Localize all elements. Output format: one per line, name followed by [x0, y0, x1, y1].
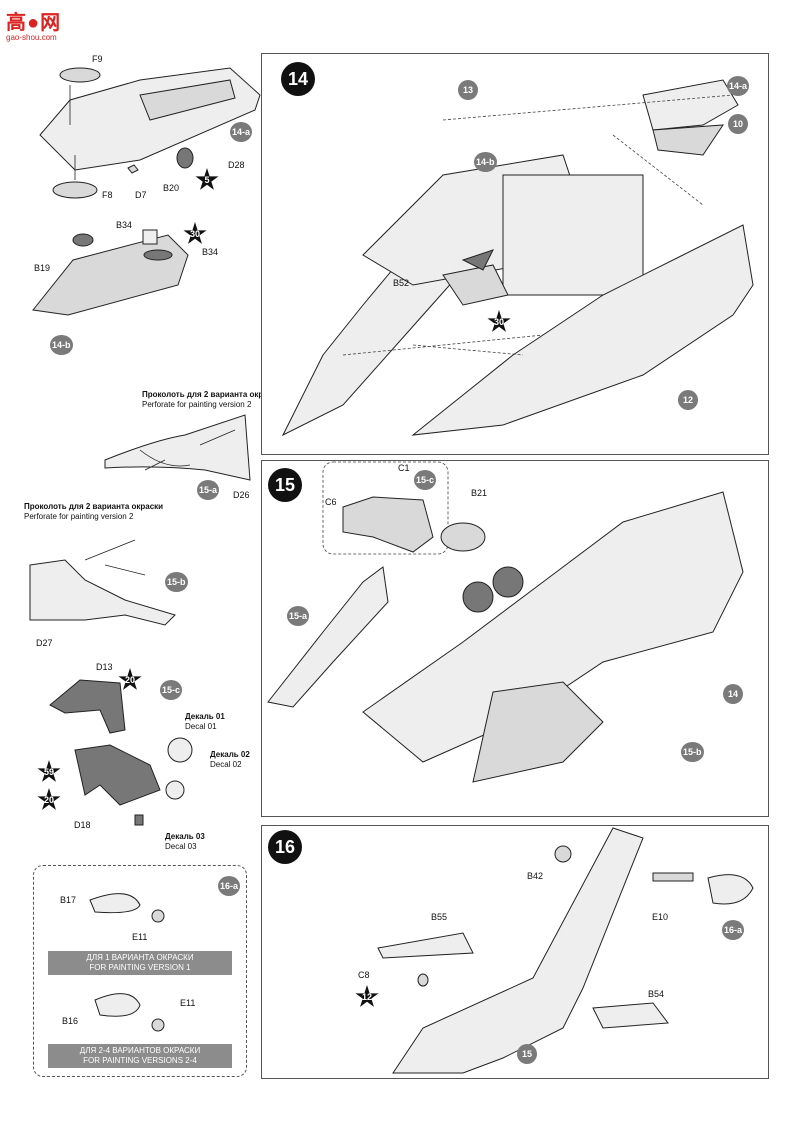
badge-12: 12: [678, 390, 698, 410]
badge-13: 13: [458, 80, 478, 100]
sub14a-drawing: [39, 67, 261, 199]
badge-15b-left: 15-b: [165, 572, 188, 592]
decal-02-en: Decal 02: [210, 760, 242, 769]
part-label-e10: E10: [652, 912, 669, 922]
part-label-f8: F8: [102, 190, 113, 200]
part-label-d18: D18: [74, 820, 91, 830]
decal-03-label: Декаль 03 Decal 03: [165, 832, 205, 852]
perforate-note-1-ru: Проколоть для 2 варианта окраски: [142, 390, 282, 399]
decal-01-label: Декаль 01 Decal 01: [185, 712, 225, 732]
part-label-d27: D27: [36, 638, 53, 648]
decal-01-en: Decal 01: [185, 722, 217, 731]
watermark-logo: 高●网 gao-shou.com: [6, 6, 61, 42]
badge-15a-left: 15-a: [197, 480, 220, 500]
perforate-d26-drawing: [104, 414, 251, 481]
step14-number: 14: [281, 62, 315, 96]
part-label-e11b: E11: [180, 998, 196, 1008]
badge-15c-left: 15-c: [160, 680, 183, 700]
part-label-c1: C1: [398, 463, 410, 473]
perforate-note-1-en: Perforate for painting version 2: [142, 400, 252, 409]
painting-version-1-en: FOR PAINTING VERSION 1: [89, 963, 191, 972]
perforate-note-2-en: Perforate for painting version 2: [24, 512, 134, 521]
part-label-b19: B19: [34, 263, 51, 273]
perforate-note-2-ru: Проколоть для 2 варианта окраски: [24, 502, 164, 511]
painting-version-2-ru: ДЛЯ 2-4 ВАРИАНТОВ ОКРАСКИ: [79, 1046, 201, 1055]
part-label-d26: D26: [233, 490, 250, 500]
watermark-title: 高●网: [6, 12, 62, 34]
badge-15b: 15-b: [681, 742, 704, 762]
part-label-b52: B52: [393, 278, 410, 288]
decal-02-ru: Декаль 02: [210, 750, 250, 759]
part-label-b21: B21: [471, 488, 488, 498]
badge-16a: 16-a: [722, 920, 745, 940]
part-label-b55: B55: [431, 912, 448, 922]
part-label-b17: B17: [60, 895, 77, 905]
decal-03-en: Decal 03: [165, 842, 197, 851]
painting-version-2-bar: ДЛЯ 2-4 ВАРИАНТОВ ОКРАСКИ FOR PAINTING V…: [48, 1044, 232, 1068]
sub15c-drawing: [49, 679, 193, 826]
painting-version-1-bar: ДЛЯ 1 ВАРИАНТА ОКРАСКИ FOR PAINTING VERS…: [48, 951, 232, 975]
perforate-d27-drawing: [29, 539, 176, 626]
badge-10: 10: [728, 114, 748, 134]
badge-14b: 14-b: [474, 152, 497, 172]
part-label-d28: D28: [228, 160, 245, 170]
part-label-d13: D13: [96, 662, 113, 672]
part-label-d7: D7: [135, 190, 147, 200]
badge-14: 14: [723, 684, 743, 704]
part-label-e11a: E11: [132, 932, 148, 942]
sub14b-drawing: [32, 229, 189, 316]
step16-number: 16: [268, 830, 302, 864]
decal-02-label: Декаль 02 Decal 02: [210, 750, 250, 770]
part-label-b42: B42: [527, 871, 544, 881]
decal-01-ru: Декаль 01: [185, 712, 225, 721]
step15-drawing: [267, 461, 744, 783]
badge-14b-left: 14-b: [50, 335, 73, 355]
sub16a-drawing: [89, 893, 165, 1032]
painting-version-1-ru: ДЛЯ 1 ВАРИАНТА ОКРАСКИ: [86, 953, 194, 962]
watermark-subtitle: gao-shou.com: [6, 33, 57, 42]
badge-15c: 15-c: [414, 470, 437, 490]
step16-drawing: [377, 827, 754, 1074]
badge-16a-left: 16-a: [218, 876, 241, 896]
part-label-f9: F9: [92, 54, 103, 64]
step15-number: 15: [268, 468, 302, 502]
perforate-note-1: Проколоть для 2 варианта окраски Perfora…: [142, 390, 281, 410]
perforate-note-2: Проколоть для 2 варианта окраски Perfora…: [24, 502, 163, 522]
badge-15: 15: [517, 1044, 537, 1064]
part-label-b34b: B34: [202, 247, 219, 257]
part-label-c8: C8: [358, 970, 370, 980]
badge-14a: 14-a: [727, 76, 750, 96]
decal-03-ru: Декаль 03: [165, 832, 205, 841]
step14-drawing: [281, 79, 754, 437]
part-label-b16: B16: [62, 1016, 79, 1026]
part-label-c6: C6: [325, 497, 337, 507]
badge-15a: 15-a: [287, 606, 310, 626]
part-label-b34a: B34: [116, 220, 133, 230]
part-label-b54: B54: [648, 989, 665, 999]
painting-version-2-en: FOR PAINTING VERSIONS 2-4: [83, 1056, 197, 1065]
badge-14a: 14-a: [230, 122, 253, 142]
part-label-b20: B20: [163, 183, 180, 193]
